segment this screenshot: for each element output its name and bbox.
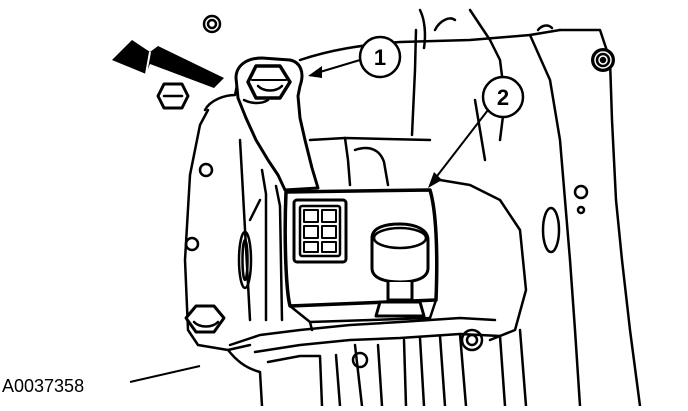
connector-plug [292, 198, 348, 264]
casting-holes [184, 14, 589, 290]
casting-outline [183, 8, 642, 408]
rubber-mount [370, 222, 430, 318]
bracket-bolt [246, 64, 292, 100]
callout-2: 2 [481, 75, 525, 119]
hex-nut-lower [184, 304, 226, 334]
hex-nut-left [156, 82, 190, 110]
callout-2-label: 2 [497, 85, 509, 110]
figure-id-label: A0037358 [2, 376, 84, 396]
callout-1-label: 1 [374, 45, 386, 70]
sensor-module [283, 188, 439, 332]
spring-icon [591, 48, 615, 72]
callout-1: 1 [358, 35, 402, 79]
callout-leaders [129, 59, 489, 383]
bold-arrow-icon [112, 40, 224, 88]
lower-casting [228, 316, 528, 408]
